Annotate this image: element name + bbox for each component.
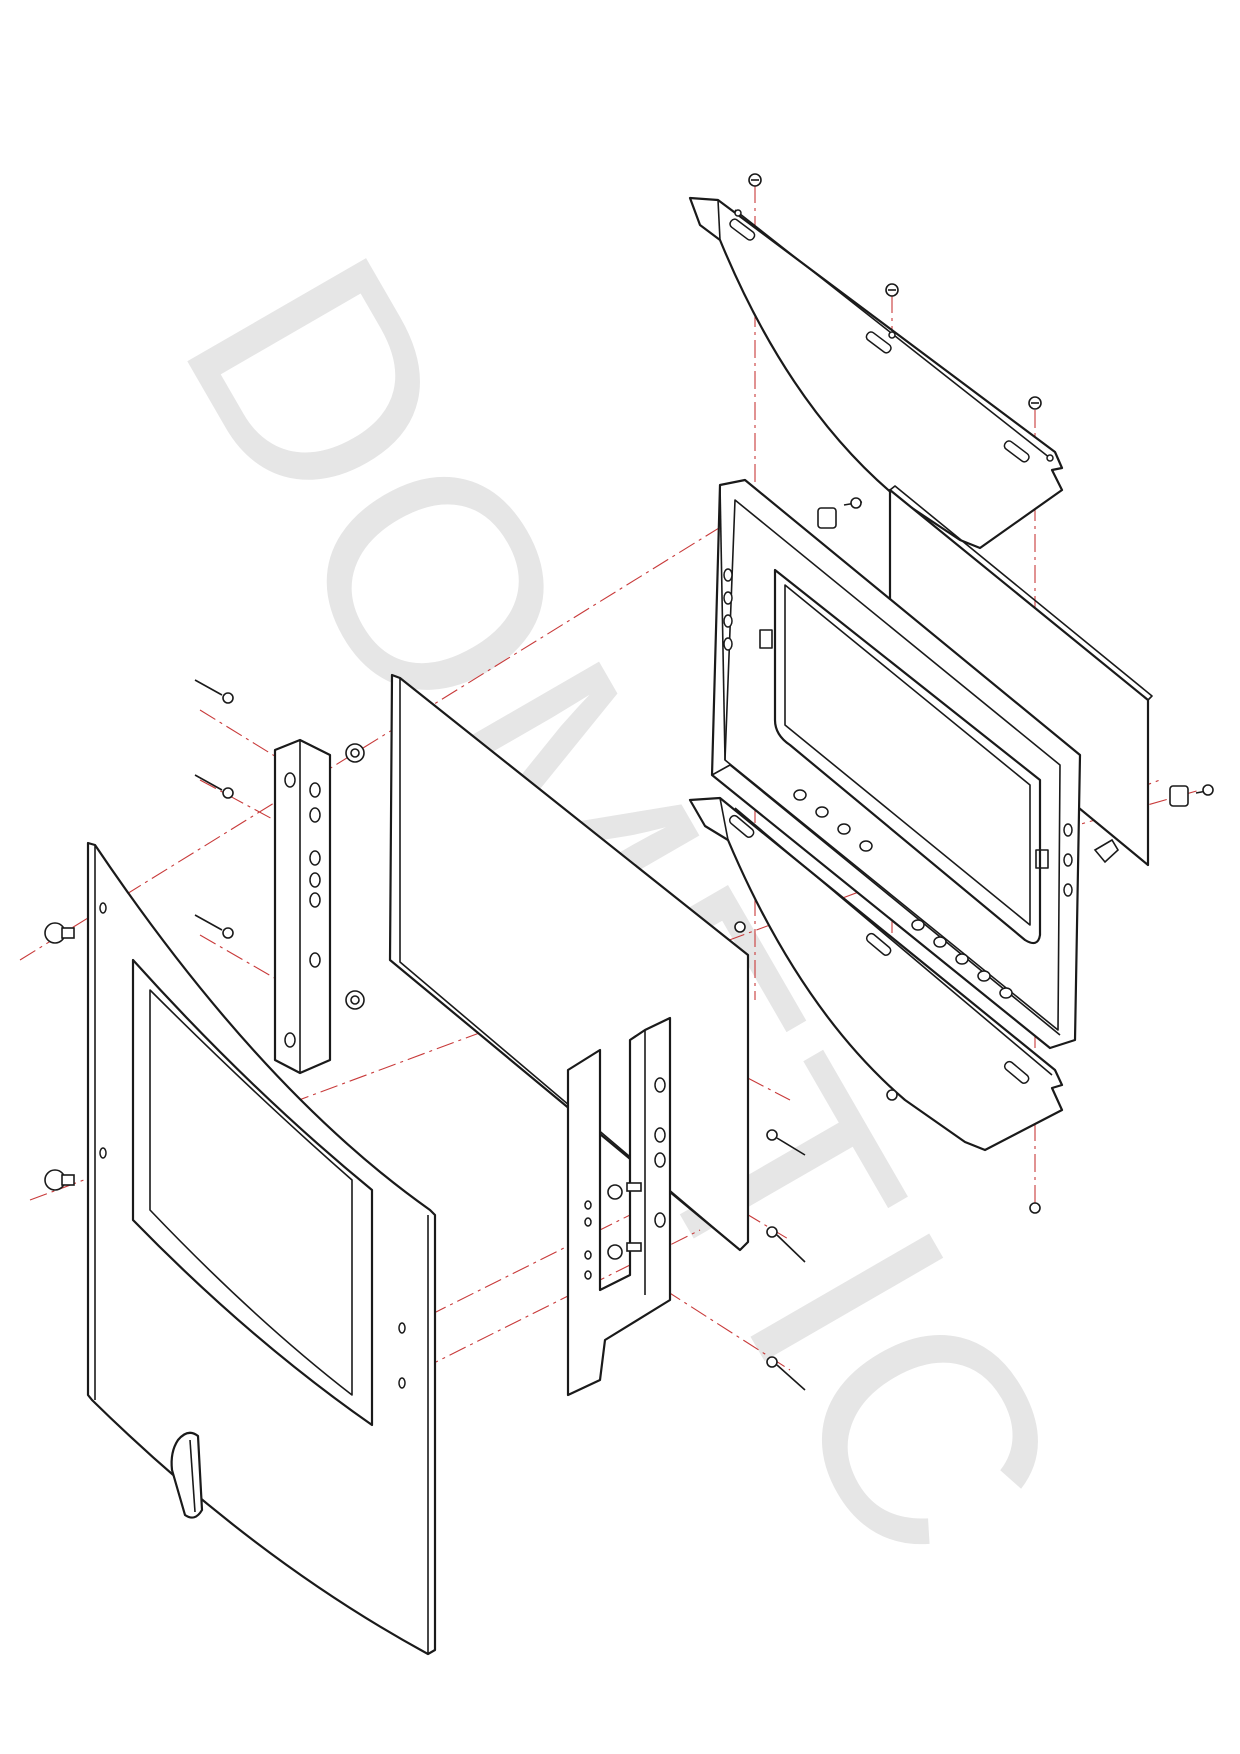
- hinge-clip-top: [817, 497, 863, 529]
- screw: [885, 283, 899, 297]
- panel-hole: [398, 1377, 406, 1389]
- door-handle: [170, 1431, 204, 1519]
- panel-hole: [398, 1322, 406, 1334]
- strip-hole: [284, 772, 296, 788]
- strip-hole: [309, 807, 321, 823]
- slot-hole: [865, 331, 892, 354]
- hinge-clip-right: [1169, 784, 1214, 807]
- frame-hole: [793, 789, 807, 801]
- frame-hole: [977, 970, 991, 982]
- screw-hole: [888, 331, 896, 339]
- slot-hole: [1003, 1060, 1030, 1084]
- strip-hole: [309, 892, 321, 908]
- panel-hole: [99, 902, 107, 914]
- axis-line: [199, 779, 331, 851]
- slot-hole: [728, 814, 755, 838]
- screw: [607, 1182, 642, 1200]
- top-screws: [748, 173, 1042, 410]
- frame-clip: [1035, 849, 1049, 869]
- hinge-pin: [194, 774, 234, 799]
- hinge-pin: [766, 1226, 806, 1263]
- strip-hole: [309, 952, 321, 968]
- screw-hole: [1046, 454, 1054, 462]
- pins-right: [766, 1129, 806, 1391]
- front-door-panel: [86, 841, 437, 1656]
- bushings: [345, 743, 365, 1010]
- hinge-pin: [194, 679, 234, 704]
- bottom-bracket: [688, 796, 1064, 1152]
- frame-hole: [999, 987, 1013, 999]
- bracket-hole: [654, 1152, 666, 1168]
- frame-clip: [759, 629, 773, 649]
- bracket-hole: [584, 1270, 592, 1280]
- front-knob-bottom: [44, 1169, 75, 1191]
- screw: [886, 1089, 898, 1101]
- hinge-pin: [766, 1356, 806, 1391]
- bracket-screws: [607, 1182, 642, 1260]
- screw: [1029, 1202, 1041, 1214]
- front-knob-top: [44, 922, 75, 944]
- screw: [607, 1242, 642, 1260]
- frame-hole: [815, 806, 829, 818]
- hinge-pin: [766, 1129, 806, 1156]
- screw: [1028, 396, 1042, 410]
- frame-hole: [859, 840, 873, 852]
- frame-hole: [723, 637, 733, 651]
- frame-hole: [911, 919, 925, 931]
- frame-hole: [723, 614, 733, 628]
- strip-hole: [309, 872, 321, 888]
- slot-hole: [1003, 440, 1030, 463]
- axis-line: [19, 514, 741, 961]
- left-hinge-strip: [273, 738, 332, 1075]
- frame-hole: [837, 823, 851, 835]
- bushing: [350, 995, 360, 1005]
- door-frame: [710, 478, 1082, 1050]
- frame-hole: [1063, 883, 1073, 897]
- strip-hole: [284, 1032, 296, 1048]
- axis-line: [664, 1289, 791, 1371]
- panel-hole: [99, 1147, 107, 1159]
- right-hinge-bracket: [566, 1016, 672, 1397]
- strip-hole: [309, 782, 321, 798]
- hinge-pin: [194, 914, 234, 939]
- bottom-screws: [734, 921, 1041, 1214]
- screw: [734, 921, 746, 933]
- frame-hole: [723, 591, 733, 605]
- bushing: [350, 748, 360, 758]
- bracket-hole: [654, 1212, 666, 1228]
- latch-part: [1093, 838, 1120, 864]
- top-bracket: [688, 196, 1064, 550]
- strip-hole: [309, 850, 321, 866]
- frame-hole: [723, 568, 733, 582]
- bracket-hole: [584, 1250, 592, 1260]
- pins-left: [194, 679, 234, 939]
- bracket-hole: [584, 1200, 592, 1210]
- bracket-hole: [654, 1127, 666, 1143]
- frame-hole: [955, 953, 969, 965]
- screw-hole: [734, 209, 742, 217]
- frame-hole: [1063, 853, 1073, 867]
- bracket-hole: [584, 1217, 592, 1227]
- slot-hole: [865, 932, 892, 956]
- screw: [748, 173, 762, 187]
- frame-hole: [933, 936, 947, 948]
- bracket-hole: [654, 1077, 666, 1093]
- slot-hole: [729, 218, 756, 241]
- frame-hole: [1063, 823, 1073, 837]
